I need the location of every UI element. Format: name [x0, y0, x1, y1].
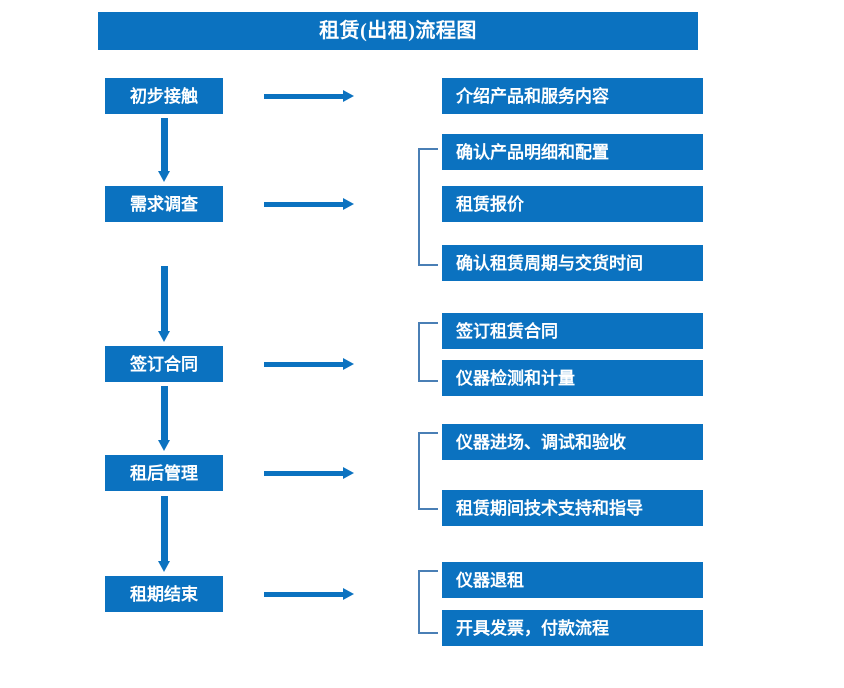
horizontal-arrow-end-to-details [264, 588, 354, 600]
arrow-shaft [264, 362, 343, 367]
arrow-head [343, 358, 354, 370]
group-bracket-needs-survey [418, 148, 438, 266]
group-bracket-rental-end [418, 570, 438, 634]
horizontal-arrow-mgmt-to-details [264, 467, 354, 479]
detail-box-technical-support[interactable]: 租赁期间技术支持和指导 [442, 490, 703, 526]
detail-box-sign-rental-contract[interactable]: 签订租赁合同 [442, 313, 703, 349]
arrow-head [158, 171, 170, 182]
horizontal-arrow-contact-to-details [264, 90, 354, 102]
vertical-arrow-survey-to-contract [158, 266, 170, 342]
arrow-shaft [161, 266, 168, 331]
arrow-shaft [161, 496, 168, 561]
group-bracket-sign-contract [418, 322, 438, 382]
detail-box-instrument-return[interactable]: 仪器退租 [442, 562, 703, 598]
detail-box-introduce-products[interactable]: 介绍产品和服务内容 [442, 78, 703, 114]
arrow-head [158, 561, 170, 572]
detail-box-invoice-payment[interactable]: 开具发票，付款流程 [442, 610, 703, 646]
arrow-shaft [161, 118, 168, 171]
detail-box-instrument-testing[interactable]: 仪器检测和计量 [442, 360, 703, 396]
stage-box-sign-contract[interactable]: 签订合同 [105, 346, 223, 382]
horizontal-arrow-contract-to-details [264, 358, 354, 370]
stage-box-rental-end[interactable]: 租期结束 [105, 576, 223, 612]
detail-box-confirm-spec-config[interactable]: 确认产品明细和配置 [442, 134, 703, 170]
arrow-head [343, 467, 354, 479]
arrow-head [158, 440, 170, 451]
horizontal-arrow-survey-to-details [264, 198, 354, 210]
group-bracket-post-rental-mgmt [418, 432, 438, 510]
vertical-arrow-mgmt-to-end [158, 496, 170, 572]
detail-box-confirm-period-delivery[interactable]: 确认租赁周期与交货时间 [442, 245, 703, 281]
arrow-head [343, 90, 354, 102]
detail-box-instrument-onsite[interactable]: 仪器进场、调试和验收 [442, 424, 703, 460]
detail-box-rental-quotation[interactable]: 租赁报价 [442, 186, 703, 222]
stage-box-needs-survey[interactable]: 需求调查 [105, 186, 223, 222]
vertical-arrow-contact-to-survey [158, 118, 170, 182]
arrow-shaft [161, 386, 168, 440]
arrow-shaft [264, 94, 343, 99]
diagram-title-banner: 租赁(出租)流程图 [98, 12, 698, 50]
arrow-shaft [264, 202, 343, 207]
stage-box-post-rental-mgmt[interactable]: 租后管理 [105, 455, 223, 491]
diagram-title: 租赁(出租)流程图 [319, 20, 477, 42]
stage-box-initial-contact[interactable]: 初步接触 [105, 78, 223, 114]
arrow-shaft [264, 592, 343, 597]
vertical-arrow-contract-to-mgmt [158, 386, 170, 451]
arrow-head [343, 198, 354, 210]
arrow-shaft [264, 471, 343, 476]
arrow-head [158, 331, 170, 342]
arrow-head [343, 588, 354, 600]
